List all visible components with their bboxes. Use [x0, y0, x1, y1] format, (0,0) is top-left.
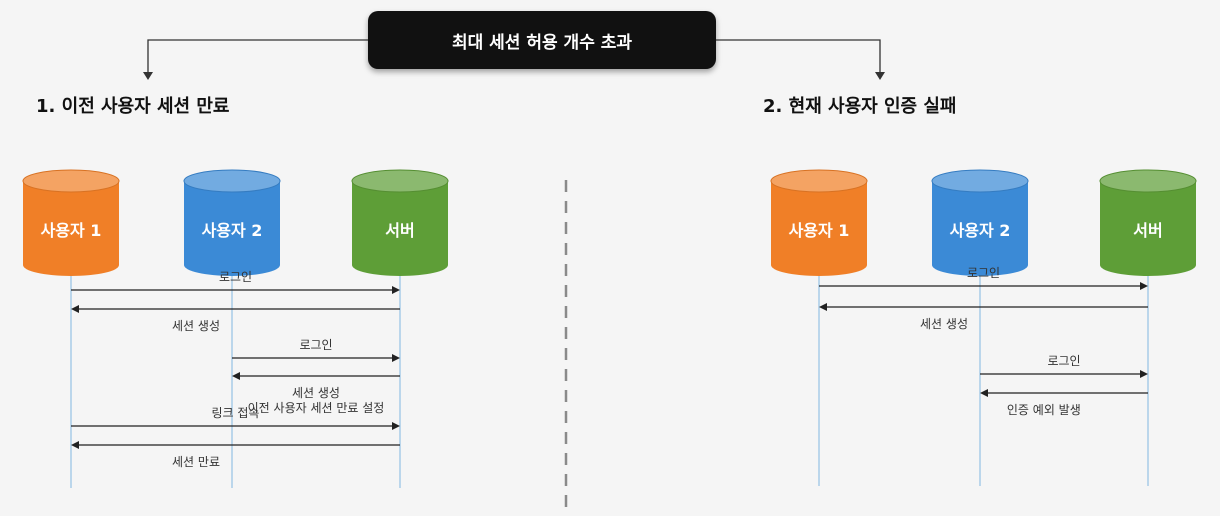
actor-cylinder-body	[184, 181, 280, 276]
message-arrowhead	[819, 303, 827, 311]
actor-cylinder-top	[931, 169, 1029, 193]
title-connector-right-arrowhead	[875, 72, 885, 80]
message-label: 세션 생성	[920, 317, 968, 331]
title-connector-right	[716, 39, 881, 78]
message-arrowhead	[392, 286, 400, 294]
message-label: 세션 생성	[172, 319, 220, 333]
message-label: 세션 생성	[292, 386, 340, 400]
title-connector-left-arrowhead	[143, 72, 153, 80]
actor-cylinder-body	[23, 181, 119, 276]
actor-cylinder-body	[1100, 181, 1196, 276]
actor-cylinder-body	[352, 181, 448, 276]
actor-label: 서버	[1133, 221, 1162, 240]
message-arrowhead	[71, 305, 79, 313]
actor-label: 사용자 2	[202, 221, 263, 240]
actor-cylinder-body	[771, 181, 867, 276]
message-label: 로그인	[219, 270, 252, 284]
actor-cylinder-top	[1099, 169, 1197, 193]
diagram-title: 최대 세션 허용 개수 초과	[368, 11, 716, 69]
actor-label: 사용자 1	[41, 221, 102, 240]
message-label: 로그인	[1047, 354, 1080, 368]
message-label: 이전 사용자 세션 만료 설정	[248, 401, 385, 415]
message-label: 링크 접속	[212, 406, 260, 420]
message-arrowhead	[980, 389, 988, 397]
actor-label: 사용자 2	[950, 221, 1011, 240]
message-arrowhead	[1140, 282, 1148, 290]
message-arrowhead	[392, 354, 400, 362]
message-label: 세션 만료	[172, 455, 220, 469]
message-label: 로그인	[967, 266, 1000, 280]
actor-cylinder-top	[22, 169, 120, 193]
actor-cylinder-top	[183, 169, 281, 193]
message-arrowhead	[71, 441, 79, 449]
message-label: 인증 예외 발생	[1007, 403, 1081, 417]
actor-label: 서버	[385, 221, 414, 240]
actor-cylinder-top	[351, 169, 449, 193]
actor-cylinder-body	[932, 181, 1028, 276]
actor-cylinder-top	[770, 169, 868, 193]
panel-heading-auth-fail: 2. 현재 사용자 인증 실패	[763, 96, 957, 117]
message-arrowhead	[232, 372, 240, 380]
title-connector-left	[147, 39, 368, 78]
message-arrowhead	[392, 422, 400, 430]
actor-label: 사용자 1	[789, 221, 850, 240]
message-arrowhead	[1140, 370, 1148, 378]
panel-heading-expire: 1. 이전 사용자 세션 만료	[36, 96, 230, 117]
message-label: 로그인	[299, 338, 332, 352]
